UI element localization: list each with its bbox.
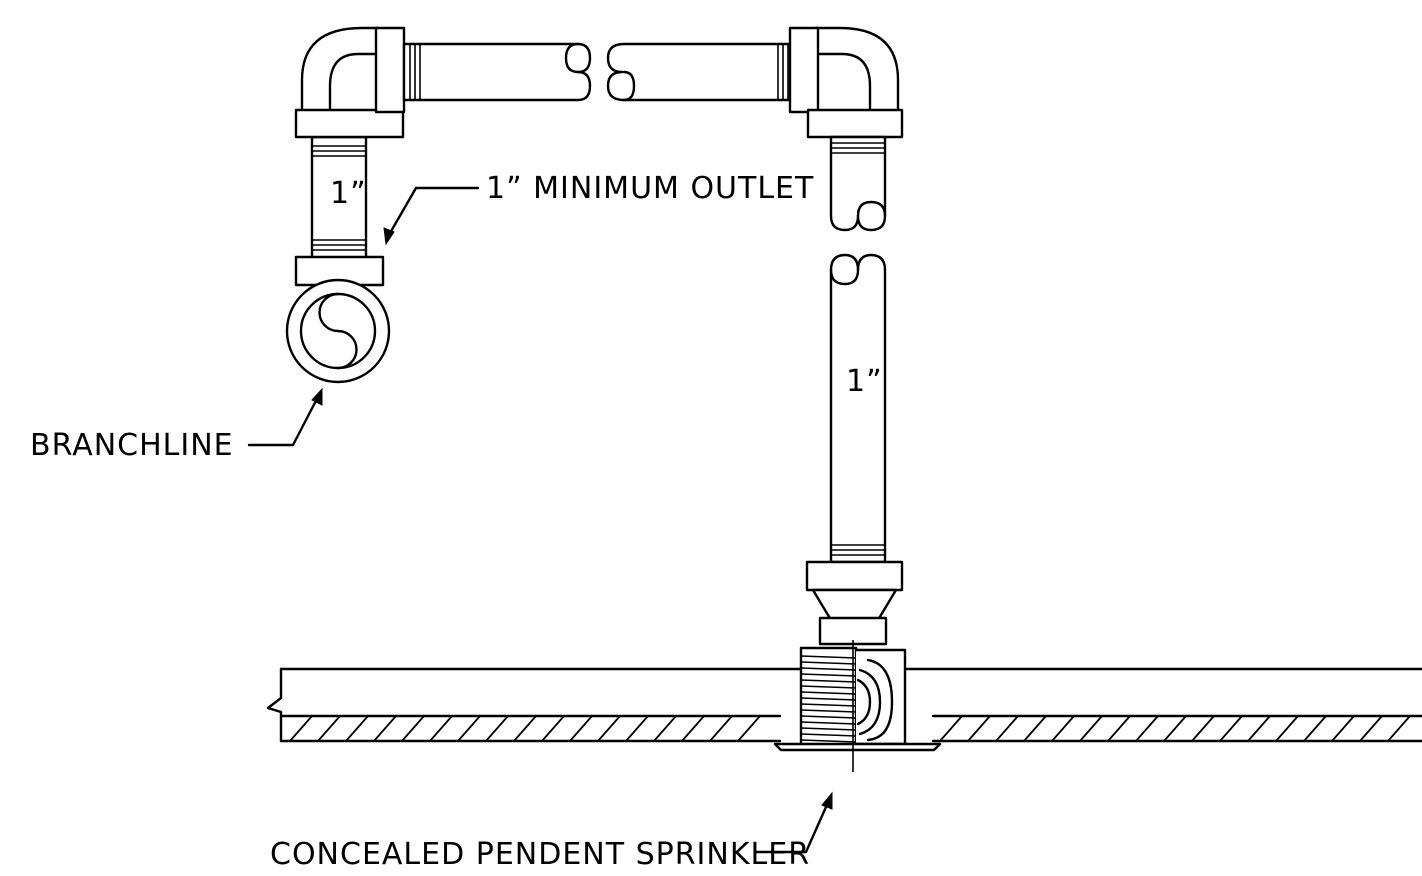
sprinkler-thread-line — [800, 679, 857, 683]
ceiling-hatch-line — [939, 715, 963, 742]
ceiling-hatch-line — [1303, 715, 1327, 742]
ceiling-hatch-line — [681, 715, 705, 742]
ceiling-hatch-line — [709, 715, 733, 742]
ceiling-hatch-line — [457, 715, 481, 742]
upper-right-elbow — [788, 26, 904, 139]
ceiling-hatch-line — [1247, 715, 1271, 742]
sprinkler-label: CONCEALED PENDENT SPRINKLER — [270, 837, 810, 872]
ceiling-hatch-line — [485, 715, 509, 742]
top-pipe-right — [606, 42, 792, 102]
right-pipe-size-label: 1” — [846, 364, 883, 399]
sprinkler-thread-line — [800, 661, 857, 665]
branchline-section — [285, 278, 391, 384]
ceiling — [266, 667, 1422, 743]
ceiling-hatch-line — [289, 715, 313, 742]
ceiling-hatch-line — [345, 715, 369, 742]
ceiling-hatch-line — [401, 715, 425, 742]
sprinkler-thread-line — [800, 703, 857, 707]
sprinkler-thread-line — [800, 739, 857, 743]
ceiling-hatch-line — [373, 715, 397, 742]
ceiling-hatch-line — [1219, 715, 1243, 742]
ceiling-hatch-line — [1163, 715, 1187, 742]
min-outlet-label: 1” MINIMUM OUTLET — [486, 171, 814, 206]
ceiling-hatch-line — [1051, 715, 1075, 742]
top-pipe-left — [402, 42, 592, 102]
sprinkler-thread-line — [800, 697, 857, 701]
ceiling-hatch-line — [1331, 715, 1355, 742]
sprinkler-thread-line — [800, 667, 857, 671]
ceiling-hatch-line — [1135, 715, 1159, 742]
ceiling-hatch-line — [653, 715, 677, 742]
ceiling-hatch-line — [569, 715, 593, 742]
concealed-sprinkler — [773, 640, 942, 772]
ceiling-hatch-line — [1359, 715, 1383, 742]
ceiling-hatch-line — [1107, 715, 1131, 742]
sprinkler-thread-line — [800, 685, 857, 689]
ceiling-hatch-line — [541, 715, 565, 742]
leader-branchline — [247, 387, 323, 447]
ceiling-hatch-line — [597, 715, 621, 742]
ceiling-hatch-line — [737, 715, 761, 742]
ceiling-hatch-line — [429, 715, 453, 742]
sprinkler-thread-line — [800, 673, 857, 677]
ceiling-hatch-line — [1387, 715, 1411, 742]
sprinkler-thread-line — [800, 709, 857, 713]
sprinkler-thread-line — [800, 655, 857, 659]
branchline-label: BRANCHLINE — [30, 428, 234, 463]
leader-min-outlet — [383, 186, 480, 246]
sprinkler-thread-line — [800, 721, 857, 725]
ceiling-hatch-line — [1079, 715, 1103, 742]
ceiling-hatch-line — [1275, 715, 1299, 742]
ceiling-hatch-line — [1023, 715, 1047, 742]
sprinkler-thread-line — [800, 733, 857, 737]
reducer-fitting — [805, 560, 904, 646]
ceiling-hatch-line — [513, 715, 537, 742]
ceiling-hatch-line — [625, 715, 649, 742]
sprinkler-thread-line — [800, 727, 857, 731]
sprinkler-thread-line — [800, 715, 857, 719]
left-riser-nipple — [310, 135, 368, 261]
ceiling-hatch-line — [967, 715, 991, 742]
drop-pipe-lower — [829, 253, 887, 564]
leader-sprinkler — [754, 791, 833, 854]
drop-pipe-upper — [829, 135, 887, 232]
ceiling-hatch-line — [317, 715, 341, 742]
ceiling-hatch-line — [995, 715, 1019, 742]
ceiling-hatch-line — [1191, 715, 1215, 742]
left-pipe-size-label: 1” — [330, 176, 367, 211]
sprinkler-thread-line — [800, 691, 857, 695]
upper-left-elbow — [294, 26, 406, 139]
